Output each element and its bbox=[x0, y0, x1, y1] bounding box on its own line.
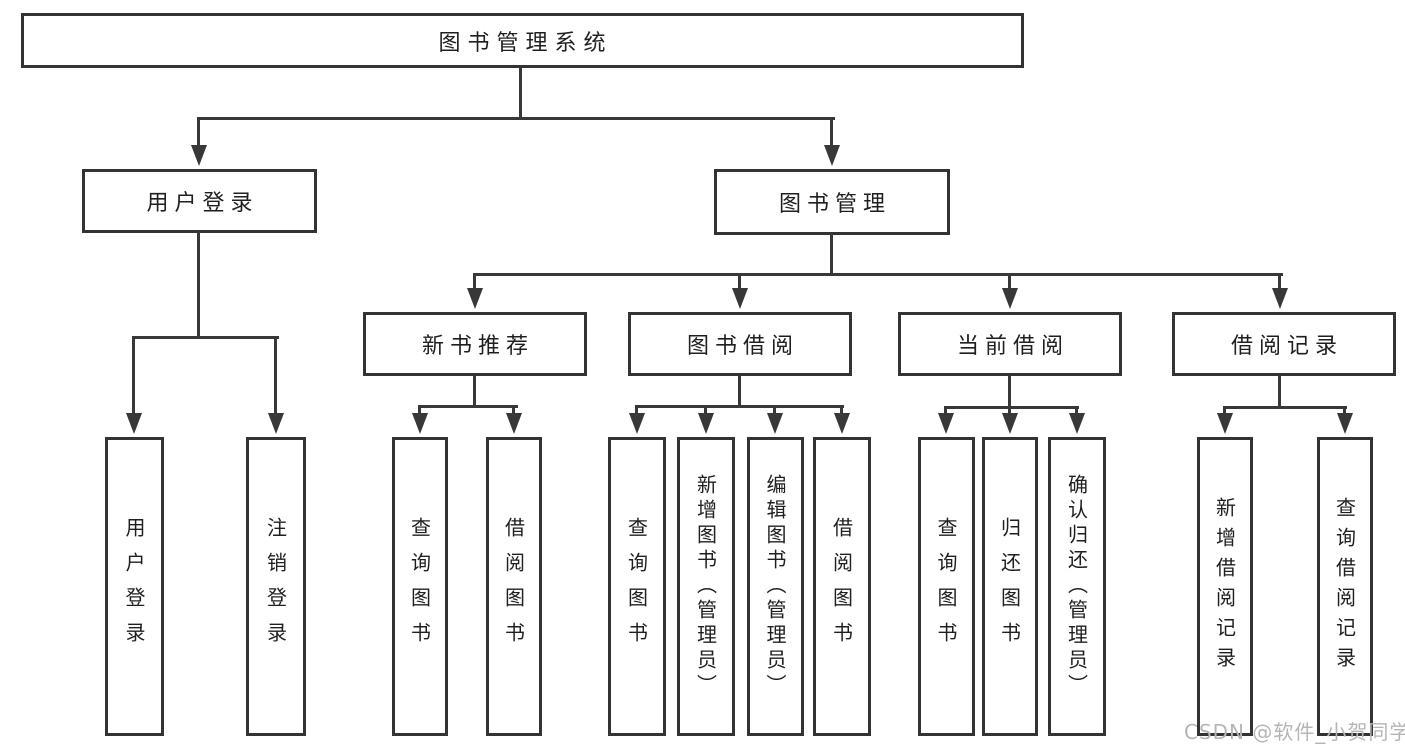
leaf-label: 注销登录 bbox=[263, 516, 288, 657]
arrow-down-icon bbox=[938, 413, 954, 434]
leaf-label: 查询图书 bbox=[407, 516, 432, 657]
connector-current-bar bbox=[944, 406, 1079, 409]
connector-drop-level2 bbox=[1278, 273, 1281, 295]
arrow-down-icon bbox=[1217, 413, 1233, 434]
connector-drop-book-management bbox=[830, 117, 833, 149]
leaf-current-confirm-return-admin: 确认归还（管理员） bbox=[1048, 437, 1106, 736]
leaf-recommend-borrow-books: 借阅图书 bbox=[486, 437, 542, 736]
leaf-label: 用户登录 bbox=[122, 516, 146, 657]
leaf-label: 归还图书 bbox=[997, 516, 1022, 657]
connector-drop-leaf bbox=[635, 405, 638, 417]
connector-user-login-bar bbox=[132, 336, 279, 339]
leaf-user-login: 用户登录 bbox=[105, 437, 164, 736]
connector-root-stem bbox=[519, 68, 522, 120]
leaf-logout-login: 注销登录 bbox=[246, 437, 306, 736]
connector-drop-level2 bbox=[738, 273, 741, 295]
connector-drop-leaf bbox=[1343, 406, 1346, 417]
node-label: 图书管理 bbox=[778, 192, 891, 217]
leaf-recommend-query-books: 查询图书 bbox=[392, 437, 448, 736]
arrow-down-icon bbox=[698, 413, 714, 434]
connector-borrowing-stem bbox=[738, 376, 741, 408]
leaf-current-query-books: 查询图书 bbox=[918, 437, 975, 736]
node-label: 图书借阅 bbox=[686, 334, 799, 359]
connector-book-management-bar bbox=[473, 273, 1283, 276]
leaf-borrowing-edit-books-admin: 编辑图书（管理员） bbox=[747, 437, 804, 736]
connector-drop-leaf bbox=[704, 405, 707, 417]
arrow-down-icon bbox=[767, 413, 783, 434]
connector-recommend-stem bbox=[473, 376, 476, 408]
connector-drop-leaf bbox=[1075, 406, 1078, 417]
node-current-borrowing: 当前借阅 bbox=[898, 312, 1122, 376]
connector-drop-level2 bbox=[473, 273, 476, 295]
node-label: 新书推荐 bbox=[421, 334, 534, 359]
connector-drop-leaf bbox=[1223, 406, 1226, 417]
arrow-down-icon bbox=[1069, 413, 1085, 434]
arrow-down-icon bbox=[1002, 288, 1018, 309]
node-user-login: 用户登录 bbox=[82, 169, 317, 233]
leaf-borrowing-borrow-books: 借阅图书 bbox=[813, 437, 871, 736]
connector-records-stem bbox=[1278, 376, 1281, 409]
node-borrowing-records: 借阅记录 bbox=[1172, 312, 1396, 376]
node-label: 当前借阅 bbox=[956, 334, 1069, 359]
arrow-down-icon bbox=[467, 288, 483, 309]
arrow-down-icon bbox=[824, 145, 840, 166]
leaf-borrowing-query-books: 查询图书 bbox=[608, 437, 666, 736]
connector-drop-leaf bbox=[274, 336, 277, 416]
node-book-management: 图书管理 bbox=[714, 169, 950, 235]
leaf-label: 查询图书 bbox=[624, 516, 649, 657]
csdn-watermark: CSDN @软件_小贺同学 bbox=[1184, 720, 1405, 744]
leaf-label: 借阅图书 bbox=[501, 516, 526, 657]
arrow-down-icon bbox=[1002, 413, 1018, 434]
node-label: 图书管理系统 bbox=[438, 30, 613, 56]
connector-drop-leaf bbox=[512, 405, 515, 417]
arrow-down-icon bbox=[506, 413, 522, 434]
arrow-down-icon bbox=[732, 288, 748, 309]
node-book-borrowing: 图书借阅 bbox=[628, 312, 852, 376]
connector-drop-leaf bbox=[944, 406, 947, 417]
node-label: 借阅记录 bbox=[1230, 334, 1343, 359]
leaf-records-query-borrow-record: 查询借阅记录 bbox=[1317, 437, 1373, 736]
node-library-management-system: 图书管理系统 bbox=[21, 13, 1024, 68]
connector-drop-leaf bbox=[1008, 406, 1011, 417]
connector-records-bar bbox=[1223, 406, 1347, 409]
connector-borrowing-bar bbox=[635, 405, 844, 408]
leaf-label: 借阅图书 bbox=[829, 516, 854, 657]
leaf-label: 新增图书（管理员） bbox=[693, 474, 718, 699]
connector-drop-leaf bbox=[773, 405, 776, 417]
connector-book-management-stem bbox=[830, 233, 833, 276]
connector-current-stem bbox=[1008, 376, 1011, 409]
leaf-label: 查询借阅记录 bbox=[1332, 496, 1357, 677]
arrow-down-icon bbox=[126, 413, 142, 434]
connector-drop-level2 bbox=[1008, 273, 1011, 295]
arrow-down-icon bbox=[1272, 288, 1288, 309]
arrow-down-icon bbox=[191, 145, 207, 166]
connector-recommend-bar bbox=[418, 405, 518, 408]
leaf-label: 编辑图书（管理员） bbox=[763, 474, 787, 699]
leaf-records-add-borrow-record: 新增借阅记录 bbox=[1197, 437, 1253, 736]
arrow-down-icon bbox=[1337, 413, 1353, 434]
arrow-down-icon bbox=[268, 413, 284, 434]
node-label: 用户登录 bbox=[146, 191, 259, 216]
leaf-label: 查询图书 bbox=[934, 516, 958, 657]
connector-drop-leaf bbox=[418, 405, 421, 417]
connector-drop-user-login bbox=[197, 117, 200, 149]
leaf-label: 确认归还（管理员） bbox=[1064, 474, 1089, 699]
node-new-book-recommend: 新书推荐 bbox=[363, 312, 587, 376]
connector-drop-leaf bbox=[132, 336, 135, 416]
connector-root-bar bbox=[197, 117, 835, 120]
arrow-down-icon bbox=[412, 413, 428, 434]
leaf-borrowing-add-books-admin: 新增图书（管理员） bbox=[677, 437, 735, 736]
connector-drop-leaf bbox=[840, 405, 843, 417]
connector-user-login-stem bbox=[197, 232, 200, 339]
leaf-current-return-books: 归还图书 bbox=[982, 437, 1038, 736]
arrow-down-icon bbox=[629, 413, 645, 434]
leaf-label: 新增借阅记录 bbox=[1212, 496, 1237, 677]
arrow-down-icon bbox=[834, 413, 850, 434]
